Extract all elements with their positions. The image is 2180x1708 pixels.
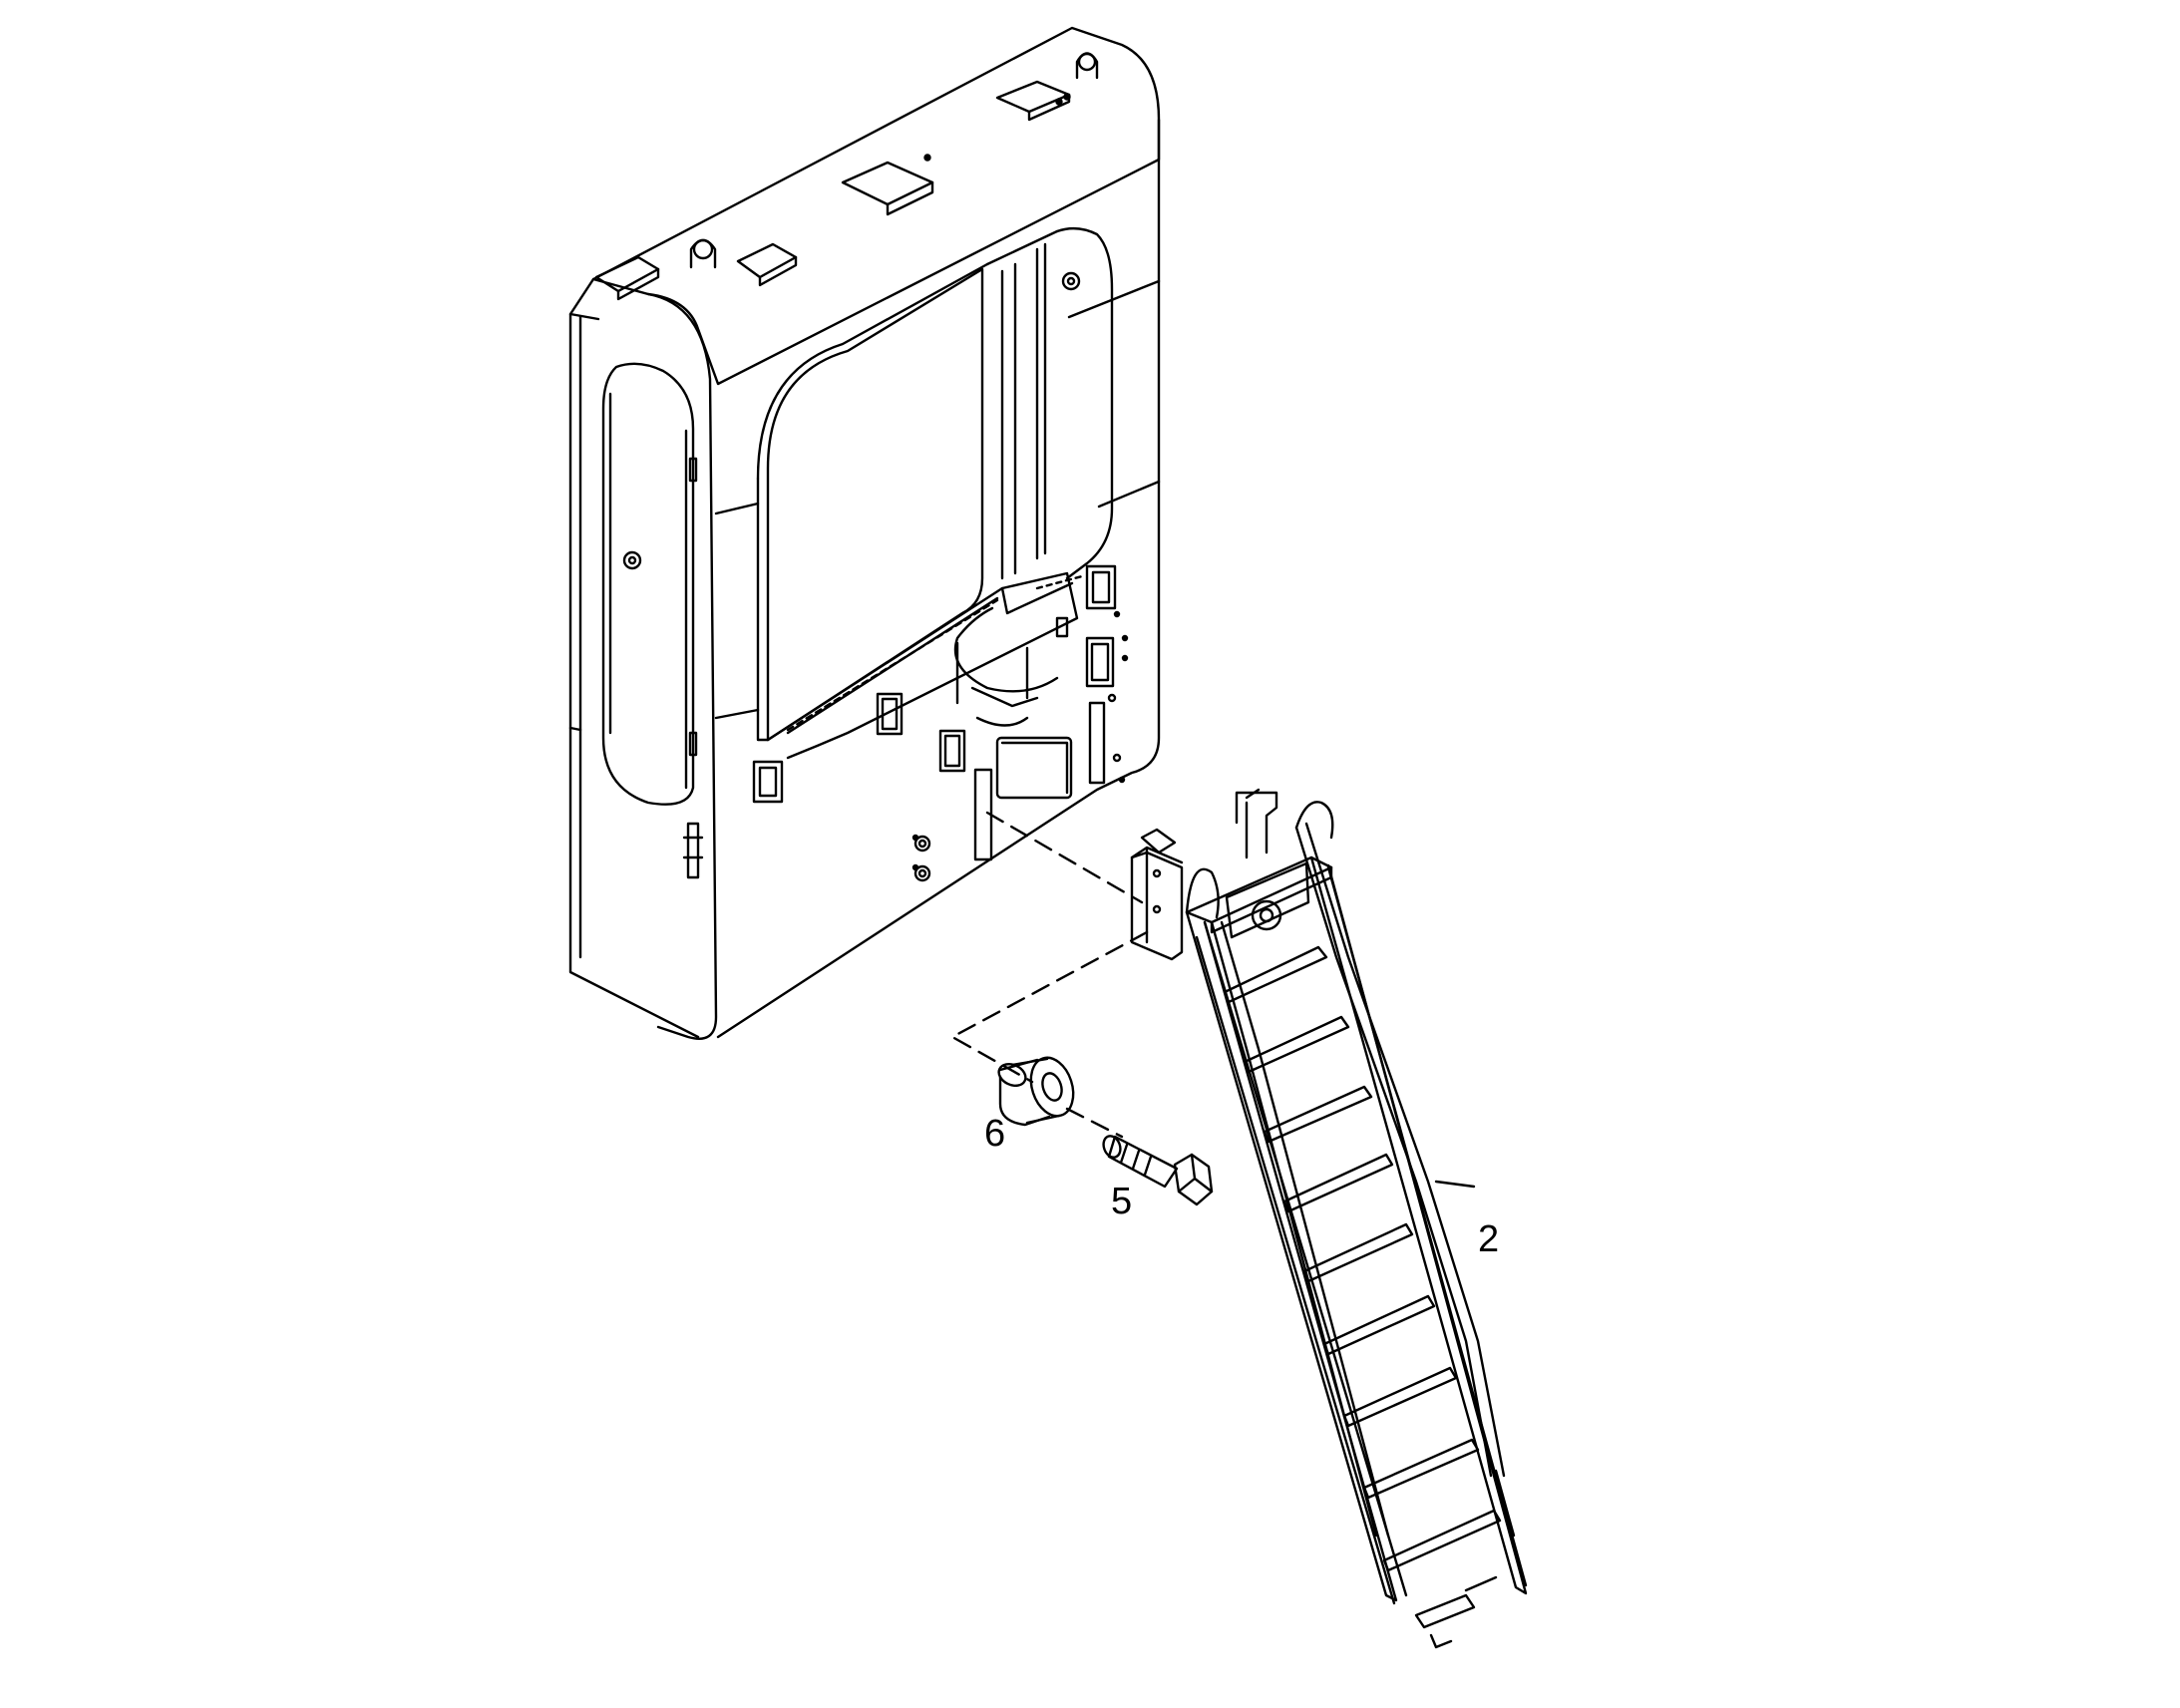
front-pad-2 <box>876 692 904 736</box>
ladder-handrail <box>1294 826 1493 1478</box>
ladder-rung <box>1263 1085 1373 1144</box>
ladder-rung <box>1382 1509 1502 1572</box>
ladder-mounting-bracket <box>1130 828 1184 961</box>
front-vertical-bar-1 <box>1088 701 1106 785</box>
front-cutout <box>995 736 1073 800</box>
cabinet-left-side <box>568 277 700 1039</box>
callout-part-5: 5 <box>1111 1181 1133 1222</box>
front-pad-3 <box>938 729 966 773</box>
ladder-left-stile <box>1185 910 1398 1602</box>
front-pad-5 <box>1085 636 1115 688</box>
ladder-rung <box>1243 1015 1350 1074</box>
front-pad-1 <box>752 760 784 804</box>
hex-bolt <box>1102 1135 1214 1206</box>
rear-opening <box>1055 226 1114 580</box>
ladder-rung <box>1223 945 1328 1004</box>
assembly-leader-lines <box>950 811 1149 1139</box>
top-pad-4 <box>594 255 660 293</box>
ladder-rung <box>1322 1294 1436 1356</box>
spacer-sleeve <box>997 1056 1075 1127</box>
ladder-rung <box>1362 1438 1480 1500</box>
interior-floor <box>766 571 1079 760</box>
front-pad-4 <box>1085 564 1117 610</box>
cabinet-front-face <box>646 292 718 1040</box>
cabinet-top-face <box>591 26 1161 386</box>
side-panel-recess <box>601 362 695 806</box>
callout-part-6: 6 <box>984 1113 1006 1155</box>
ladder-rung <box>1282 1153 1394 1213</box>
side-panel-knob <box>622 550 642 570</box>
top-pad-3 <box>736 242 798 279</box>
callout-part-2: 2 <box>1478 1218 1500 1260</box>
ladder-rung <box>1302 1222 1414 1283</box>
ladder-pivot <box>1251 899 1282 931</box>
cabinet-frame <box>568 26 1161 1040</box>
ladder-rung <box>1342 1366 1458 1428</box>
access-ladder <box>1185 788 1528 1649</box>
